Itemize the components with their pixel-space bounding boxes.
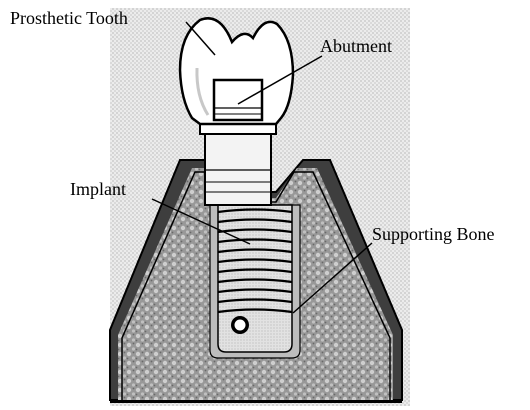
label-implant: Implant bbox=[70, 179, 126, 199]
label-prosthetic-tooth: Prosthetic Tooth bbox=[10, 8, 128, 28]
label-supporting-bone: Supporting Bone bbox=[372, 224, 495, 244]
label-abutment: Abutment bbox=[320, 36, 392, 56]
abutment-post bbox=[214, 80, 262, 120]
implant-collar bbox=[205, 130, 271, 205]
implant-screw bbox=[218, 205, 292, 352]
abutment-base bbox=[200, 124, 276, 134]
